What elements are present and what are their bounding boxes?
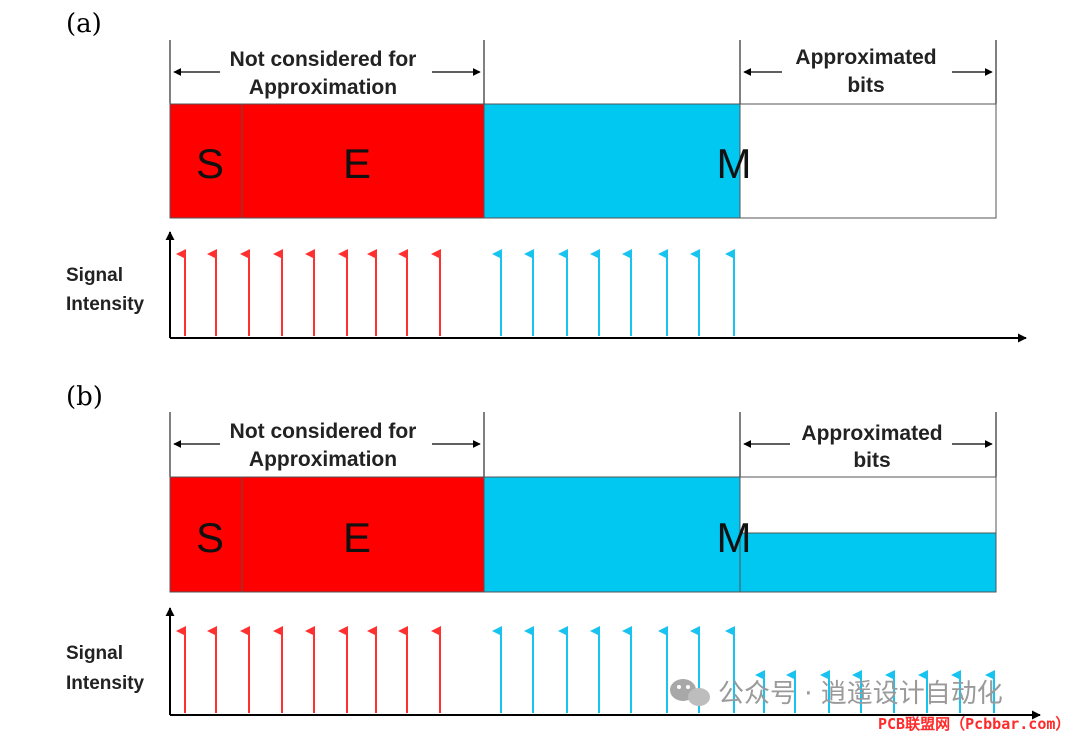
not-considered-label-line2: Approximation bbox=[249, 448, 397, 471]
watermark-text: 公众号 · 逍遥设计自动化 bbox=[718, 679, 1003, 709]
sign-letter: S bbox=[196, 140, 224, 187]
wechat-icon bbox=[670, 679, 710, 706]
mantissa-field bbox=[483, 103, 741, 219]
float-format-bar: S E M bbox=[169, 103, 997, 219]
y-axis-label-line2: Intensity bbox=[66, 294, 145, 315]
panel-a: (a) Not considered for Approximation App… bbox=[66, 9, 1027, 343]
sign-letter: S bbox=[196, 514, 224, 561]
exponent-letter: E bbox=[343, 514, 371, 561]
not-considered-bracket: Not considered for Approximation bbox=[169, 40, 485, 105]
y-axis-label-line1: Signal bbox=[66, 265, 123, 286]
mantissa-letter: M bbox=[717, 140, 752, 187]
approximated-label-line2: bits bbox=[853, 449, 890, 472]
approximated-bits-bracket: Approximated bits bbox=[739, 412, 997, 478]
y-axis-label-line1: Signal bbox=[66, 643, 123, 664]
not-considered-label-line1: Not considered for bbox=[230, 48, 417, 71]
not-considered-label-line1: Not considered for bbox=[230, 420, 417, 443]
signal-arrows bbox=[176, 249, 735, 336]
mantissa-field bbox=[483, 476, 741, 593]
not-considered-bracket: Not considered for Approximation bbox=[169, 412, 485, 478]
approximated-label-line1: Approximated bbox=[801, 422, 942, 445]
exponent-field bbox=[241, 103, 485, 219]
sign-field bbox=[169, 476, 243, 593]
watermark: 公众号 · 逍遥设计自动化 PCB联盟网（Pcbbar.com） bbox=[670, 679, 1070, 733]
approximated-mantissa-fill bbox=[739, 532, 997, 593]
approximated-bits-bracket: Approximated bits bbox=[739, 40, 997, 105]
approximated-label-line2: bits bbox=[847, 74, 884, 97]
float-format-bar: S E M bbox=[169, 476, 997, 593]
approximated-label-line1: Approximated bbox=[795, 46, 936, 69]
watermark-site: PCB联盟网（Pcbbar.com） bbox=[878, 715, 1070, 733]
exponent-letter: E bbox=[343, 140, 371, 187]
panel-label: (a) bbox=[66, 9, 102, 39]
signal-axes: Signal Intensity bbox=[66, 607, 1041, 720]
y-axis-label-line2: Intensity bbox=[66, 673, 145, 694]
panel-b: (b) Not considered for Approximation App… bbox=[66, 382, 1041, 720]
signal-axes: Signal Intensity bbox=[66, 231, 1027, 343]
not-considered-label-line2: Approximation bbox=[249, 76, 397, 99]
sign-field bbox=[169, 103, 243, 219]
signal-arrows bbox=[176, 626, 995, 713]
mantissa-letter: M bbox=[717, 514, 752, 561]
panel-label: (b) bbox=[66, 382, 103, 412]
